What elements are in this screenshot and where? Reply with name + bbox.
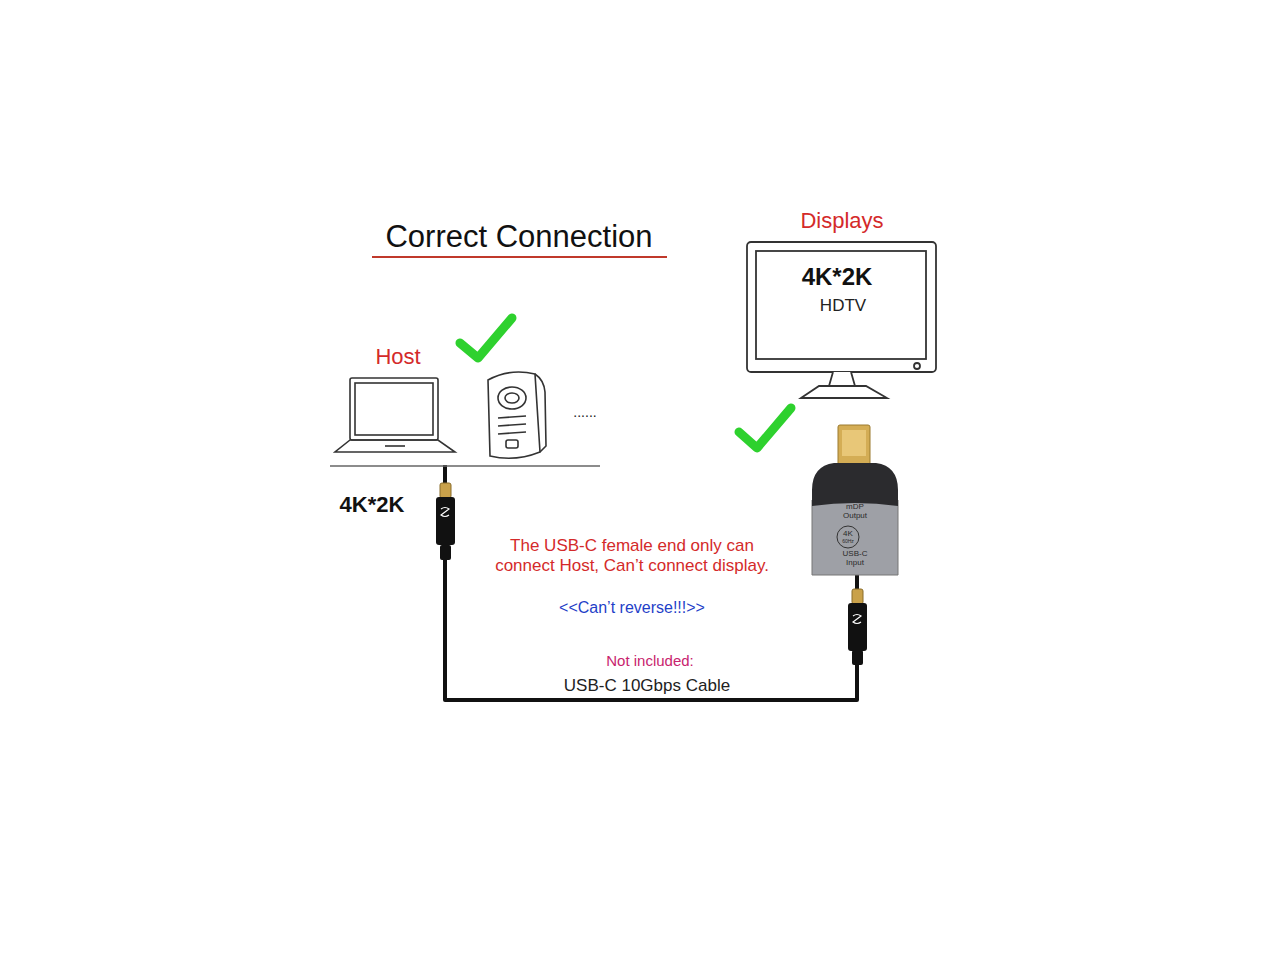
- port-text: mDP Output: [838, 502, 872, 520]
- usb-c-plug: [436, 483, 455, 560]
- badge-circle: [837, 526, 859, 548]
- usb-c-plug: [848, 589, 867, 665]
- warning-note: <<Can’t reverse!!!>>: [559, 599, 705, 617]
- title-underline: [372, 256, 667, 258]
- usb-c-to-mdp-adapter: mDP OutputUSB-C Input4K60Hz: [812, 460, 898, 575]
- check-mark: [460, 318, 512, 358]
- ellipsis: ......: [573, 404, 596, 420]
- cable-label: USB-C 10Gbps Cable: [564, 676, 730, 696]
- port-text: USB-C Input: [837, 549, 873, 567]
- display-heading: Displays: [800, 208, 883, 233]
- diagram-title: Correct Connection: [385, 219, 652, 255]
- display-monitor: Displays 4K*2K HDTV: [745, 205, 940, 400]
- note: Not included:: [606, 652, 694, 669]
- badge-text: 60Hz: [842, 539, 854, 545]
- resolution-badge: 4K60Hz: [837, 526, 859, 548]
- host-heading: Host: [375, 344, 420, 369]
- resolution-label: 4K*2K: [340, 492, 405, 517]
- host-group-outline: [330, 340, 605, 465]
- badge-text: 4K: [843, 529, 853, 538]
- desk-line: [330, 465, 600, 467]
- laptop-icon: [335, 378, 455, 452]
- desktop-pc-icon: [488, 372, 546, 458]
- check-mark: [739, 408, 791, 448]
- usb-c-cable: [445, 465, 857, 700]
- host-group: Host: [330, 340, 605, 465]
- resolution-text: 4K*2K: [802, 263, 873, 291]
- screen-text: HDTV: [820, 296, 866, 316]
- adapter-body: [812, 425, 898, 575]
- monitor-icon: [747, 242, 936, 398]
- warning-note: The USB-C female end only can connect Ho…: [482, 536, 782, 575]
